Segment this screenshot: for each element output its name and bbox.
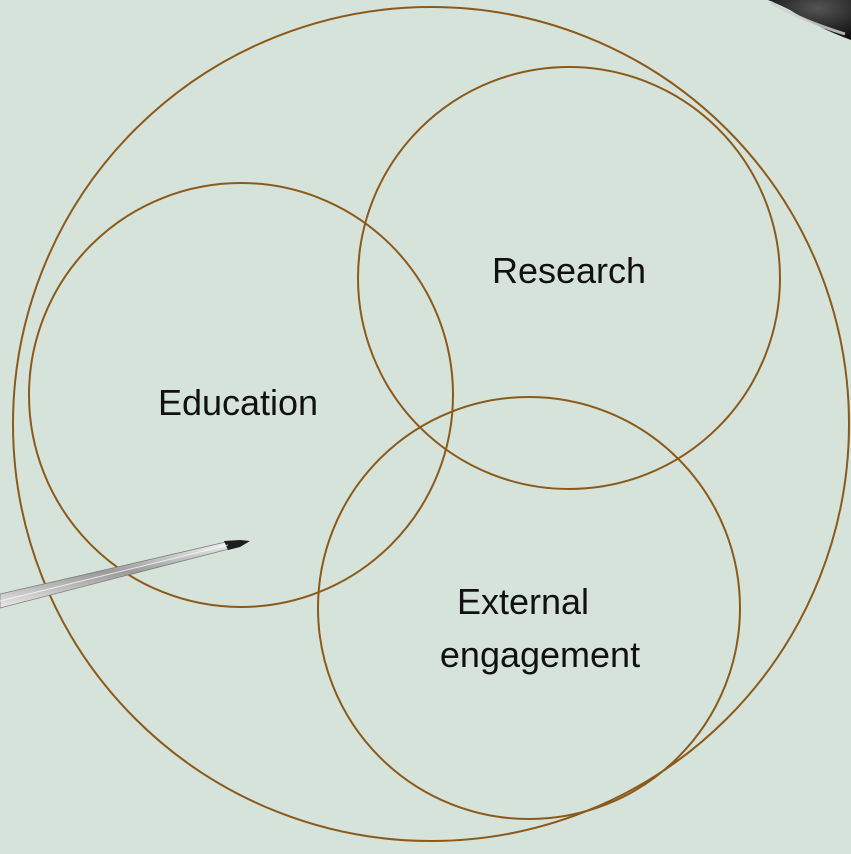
external-engagement-circle [317,396,741,820]
external-engagement-label-line2: engagement [440,634,640,675]
dark-object-icon [768,0,851,40]
outer-circle [12,6,850,842]
pen-pointer-icon [0,540,250,609]
research-label: Research [492,250,646,291]
research-circle [357,66,781,490]
education-circle [28,182,454,608]
external-engagement-label-line1: External [457,581,589,622]
education-label: Education [158,382,318,423]
